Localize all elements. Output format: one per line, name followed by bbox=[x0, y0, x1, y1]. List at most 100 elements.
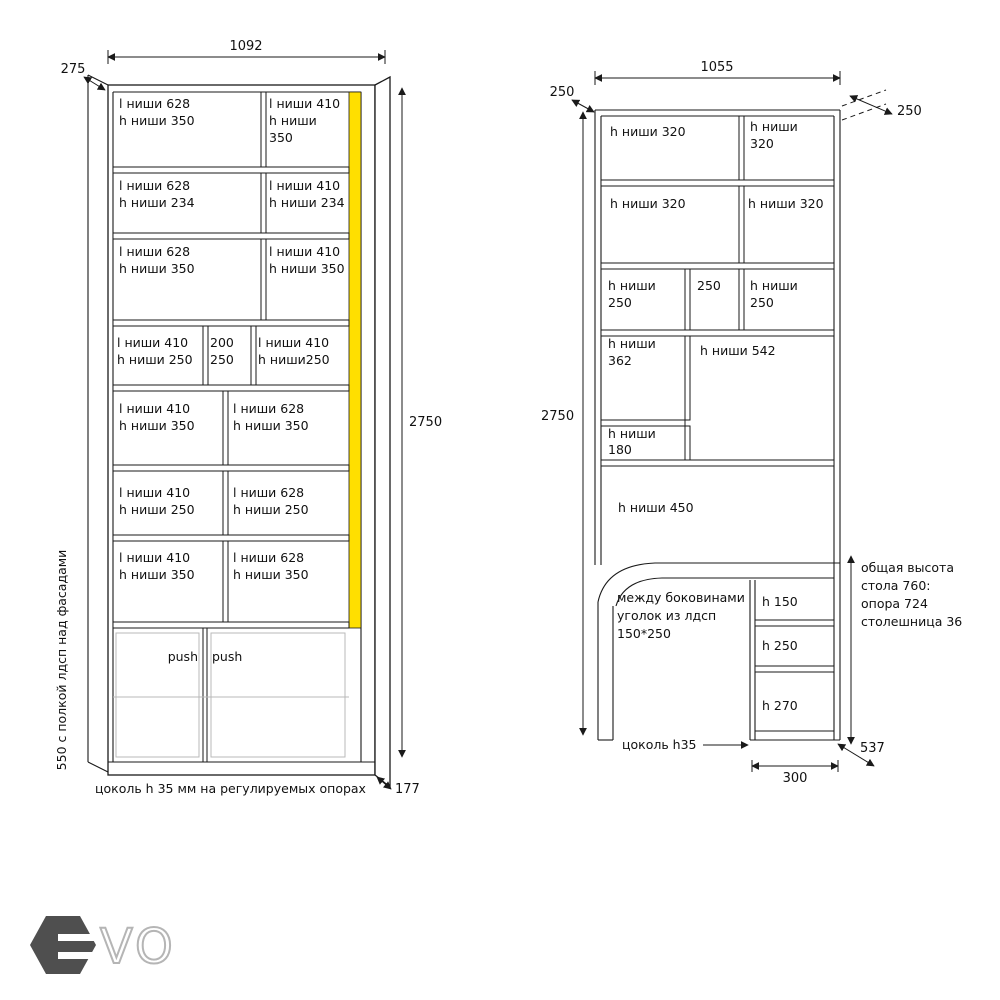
cell-label: h ниши 234 bbox=[269, 195, 345, 210]
desk-note-line: опора 724 bbox=[861, 596, 928, 611]
shelf bbox=[600, 419, 686, 427]
divider bbox=[738, 268, 745, 331]
desk-note-line: общая высота bbox=[861, 560, 954, 575]
cell-label: h ниши 350 bbox=[233, 567, 309, 582]
divider bbox=[222, 470, 229, 536]
right-depth-left-dim-line bbox=[571, 99, 595, 113]
cell-label: h ниши 542 bbox=[700, 343, 776, 358]
left-bottom-note: цоколь h 35 мм на регулируемых опорах bbox=[95, 781, 366, 796]
cell-label: l ниши 410 bbox=[269, 178, 340, 193]
cell-label: l ниши 628 bbox=[233, 485, 304, 500]
cell-label: h ниши 234 bbox=[119, 195, 195, 210]
cell-label: 200 bbox=[210, 335, 234, 350]
left-side-note: 550 с полкой лдсп над фасадами bbox=[54, 550, 69, 771]
desk-note-line: стола 760: bbox=[861, 578, 931, 593]
push-label-right: push bbox=[212, 649, 242, 664]
cell-label: l ниши 628 bbox=[233, 550, 304, 565]
left-unit-right-side-panel bbox=[374, 75, 391, 789]
left-side-top-slant bbox=[87, 74, 109, 86]
right-depth-right-dim-line bbox=[849, 95, 893, 115]
right-depth-right-dim-label: 250 bbox=[897, 104, 922, 119]
divider bbox=[684, 425, 691, 461]
cell-label: h 250 bbox=[762, 638, 798, 653]
cell-label: h ниши bbox=[269, 113, 317, 128]
cell-label: h ниши 320 bbox=[610, 196, 686, 211]
shelf bbox=[600, 179, 835, 187]
divider bbox=[260, 91, 267, 168]
evo-hexagon-icon bbox=[30, 916, 96, 974]
cell-label: h ниши bbox=[750, 278, 798, 293]
cell-label: l ниши 628 bbox=[119, 178, 190, 193]
cell-label: h ниши 320 bbox=[748, 196, 824, 211]
cell-label: h ниши 250 bbox=[117, 352, 193, 367]
left-unit-front-face bbox=[107, 84, 376, 776]
dim-537-line bbox=[837, 743, 875, 767]
shelf bbox=[112, 232, 350, 240]
divider bbox=[738, 185, 745, 264]
desk-bottom-edge bbox=[615, 577, 834, 607]
desk-note-line: столешница 36 bbox=[861, 614, 962, 629]
left-height-dim-label: 2750 bbox=[409, 415, 442, 430]
cell-label: h ниши 250 bbox=[119, 502, 195, 517]
corner-note-line: между боковинами bbox=[617, 590, 745, 605]
pedestal-shelf bbox=[754, 665, 835, 673]
cell-label: 320 bbox=[750, 136, 774, 151]
push-label-left: push bbox=[168, 649, 198, 664]
left-unit-drawing: 1092 275 bbox=[54, 39, 442, 797]
evo-hexagon-notch bbox=[58, 952, 100, 959]
plinth-depth-dim-label: 177 bbox=[395, 782, 420, 797]
cell-label: l ниши 410 bbox=[269, 96, 340, 111]
evo-logo-text: VO bbox=[100, 919, 176, 975]
divider bbox=[738, 115, 745, 181]
cell-label: h 150 bbox=[762, 594, 798, 609]
right-depth-left-dim-label: 250 bbox=[550, 85, 575, 100]
right-unit-drawing: 1055 250 250 2750 bbox=[541, 60, 962, 786]
cell-label: l ниши 410 bbox=[119, 550, 190, 565]
cell-label: h ниши bbox=[608, 336, 656, 351]
corner-note-line: 150*250 bbox=[617, 626, 671, 641]
shelf bbox=[600, 262, 835, 270]
left-depth-dim-line bbox=[83, 76, 106, 91]
shelf bbox=[112, 319, 350, 327]
depth-dashed-edge bbox=[841, 103, 887, 121]
cell-label: l ниши 410 bbox=[117, 335, 188, 350]
cell-label: l ниши 628 bbox=[119, 96, 190, 111]
divider bbox=[260, 238, 267, 321]
depth-dashed-edge bbox=[841, 89, 887, 107]
divider bbox=[250, 325, 257, 386]
cell-label: l ниши 628 bbox=[119, 244, 190, 259]
divider bbox=[222, 540, 229, 623]
shelf bbox=[112, 166, 350, 174]
evo-logo: VO bbox=[30, 916, 176, 976]
desk-top-edge bbox=[597, 562, 840, 603]
cell-label: h ниши 350 bbox=[233, 418, 309, 433]
divider bbox=[202, 325, 209, 386]
shelf bbox=[112, 464, 350, 472]
cell-label: h ниши 250 bbox=[233, 502, 309, 517]
shelf bbox=[600, 329, 835, 337]
cell-label: 250 bbox=[210, 352, 234, 367]
yellow-edge-strip bbox=[348, 91, 362, 629]
cell-label: 180 bbox=[608, 442, 632, 457]
evo-hexagon-notch bbox=[58, 934, 100, 941]
cell-label: l ниши 410 bbox=[269, 244, 340, 259]
divider bbox=[684, 268, 691, 331]
left-width-dim-label: 1092 bbox=[229, 39, 262, 54]
cell-label: 362 bbox=[608, 353, 632, 368]
cell-label: h ниши 450 bbox=[618, 500, 694, 515]
divider bbox=[260, 172, 267, 234]
cell-label: 250 bbox=[697, 278, 721, 293]
cell-label: h ниши bbox=[608, 278, 656, 293]
cell-label: 350 bbox=[269, 130, 293, 145]
cell-label: h ниши 350 bbox=[119, 567, 195, 582]
cell-label: h ниши bbox=[608, 426, 656, 441]
pedestal-shelf bbox=[754, 619, 835, 627]
right-height-dim-label: 2750 bbox=[541, 409, 574, 424]
cell-label: l ниши 410 bbox=[119, 401, 190, 416]
left-depth-dim-label: 275 bbox=[61, 62, 86, 77]
shelf bbox=[600, 459, 835, 467]
cell-label: l ниши 410 bbox=[119, 485, 190, 500]
right-width-dim-label: 1055 bbox=[700, 60, 733, 75]
cell-label: h 270 bbox=[762, 698, 798, 713]
